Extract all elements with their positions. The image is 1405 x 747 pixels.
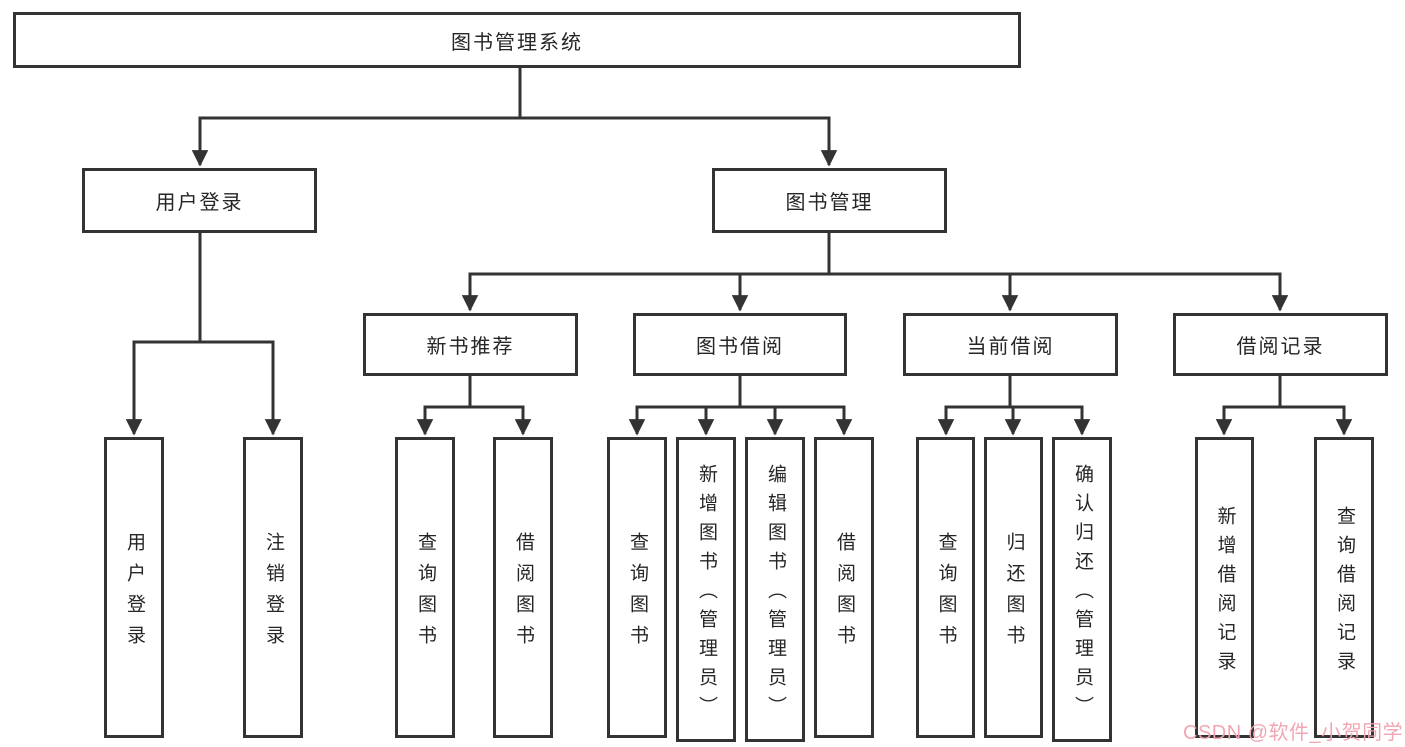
connector-arrow-group: [125, 118, 1353, 436]
node-label: 编辑图书（管理员）: [764, 464, 786, 725]
node-book-management-branch: 图书管理: [712, 168, 947, 233]
leaf-return-book: 归还图书: [984, 437, 1043, 738]
node-user-login-branch: 用户登录: [82, 168, 317, 233]
connector-bus-group: [132, 66, 1346, 409]
node-label: 用户登录: [123, 531, 145, 656]
leaf-logout: 注销登录: [243, 437, 303, 738]
leaf-query-borrow-record: 查询借阅记录: [1314, 437, 1374, 738]
connector-path: [132, 66, 1346, 409]
leaf-add-borrow-record: 新增借阅记录: [1195, 437, 1254, 738]
node-book-borrow: 图书借阅: [633, 313, 847, 376]
node-borrow-records: 借阅记录: [1173, 313, 1388, 376]
node-label: 查询图书: [626, 531, 648, 656]
leaf-query-book-borrow: 查询图书: [607, 437, 667, 738]
node-label: 用户登录: [155, 192, 244, 214]
leaf-borrow-book-recommend: 借阅图书: [493, 437, 553, 738]
node-label: 注销登录: [262, 531, 284, 656]
node-label: 借阅记录: [1236, 336, 1325, 358]
node-label: 图书管理系统: [451, 31, 583, 54]
node-root-system: 图书管理系统: [13, 12, 1021, 68]
node-label: 新书推荐: [426, 336, 515, 358]
node-label: 查询借阅记录: [1333, 505, 1355, 680]
node-label: 查询图书: [414, 531, 436, 656]
node-label: 新增借阅记录: [1214, 505, 1236, 680]
node-label: 确认归还（管理员）: [1071, 464, 1093, 725]
node-label: 借阅图书: [512, 531, 534, 656]
leaf-edit-book-admin: 编辑图书（管理员）: [745, 437, 805, 742]
watermark: CSDN @软件_小贺同学: [1183, 722, 1404, 744]
node-new-book-recommend: 新书推荐: [363, 313, 578, 376]
node-label: 新增图书（管理员）: [695, 464, 717, 725]
leaf-user-login: 用户登录: [104, 437, 164, 738]
node-label: 图书借阅: [696, 336, 784, 358]
node-label: 当前借阅: [966, 336, 1055, 358]
node-label: 查询图书: [935, 531, 957, 656]
node-label: 借阅图书: [833, 531, 855, 656]
leaf-query-book-recommend: 查询图书: [395, 437, 455, 738]
leaf-confirm-return-admin: 确认归还（管理员）: [1052, 437, 1112, 742]
node-label: 归还图书: [1003, 531, 1025, 656]
leaf-query-book-current: 查询图书: [916, 437, 975, 738]
node-label: 图书管理: [785, 192, 874, 214]
leaf-add-book-admin: 新增图书（管理员）: [676, 437, 736, 742]
leaf-borrow-book: 借阅图书: [814, 437, 874, 738]
node-current-borrow: 当前借阅: [903, 313, 1118, 376]
